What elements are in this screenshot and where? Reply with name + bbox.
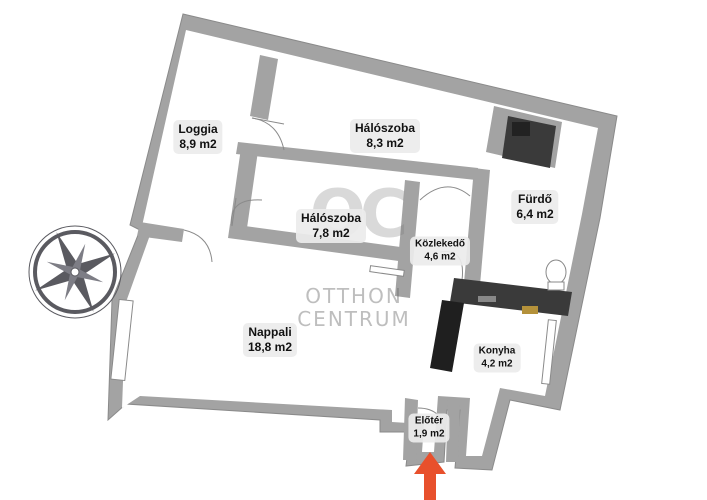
- room-label-kitchen: Konyha 4,2 m2: [473, 343, 521, 373]
- watermark-text: OTTHON CENTRUM: [297, 285, 411, 331]
- room-area: 7,8 m2: [312, 226, 350, 240]
- room-area: 6,4 m2: [516, 207, 554, 221]
- room-name: Hálószoba: [354, 121, 416, 135]
- room-area: 18,8 m2: [247, 340, 293, 354]
- room-label-living: Nappali 18,8 m2: [242, 323, 298, 357]
- room-label-bedroom-1: Hálószoba 8,3 m2: [349, 119, 421, 153]
- room-name: Loggia: [178, 122, 218, 136]
- windows: [110, 265, 557, 385]
- room-name: Közlekedő: [414, 238, 466, 250]
- room-name: Hálószoba: [300, 211, 362, 225]
- room-name: Nappali: [248, 325, 292, 339]
- room-area: 8,3 m2: [366, 136, 404, 150]
- boiler-icon: [502, 116, 556, 168]
- entrance-arrow-icon: [414, 452, 446, 500]
- room-label-bedroom-2: Hálószoba 7,8 m2: [295, 209, 367, 243]
- kitchen-counter: [430, 278, 572, 372]
- room-label-loggia: Loggia 8,9 m2: [173, 120, 223, 154]
- room-label-corridor: Közlekedő 4,6 m2: [409, 236, 471, 266]
- room-label-hall: Előtér 1,9 m2: [408, 413, 450, 443]
- room-name: Előtér: [414, 415, 444, 427]
- room-area: 4,2 m2: [481, 358, 513, 369]
- room-area: 8,9 m2: [179, 137, 217, 151]
- room-name: Fürdő: [517, 192, 552, 206]
- watermark-line2: CENTRUM: [297, 307, 411, 331]
- room-area: 4,6 m2: [424, 251, 456, 262]
- room-label-bathroom: Fürdő 6,4 m2: [511, 190, 559, 224]
- room-area: 1,9 m2: [413, 428, 445, 439]
- toilet-icon: [545, 259, 567, 291]
- watermark-line1: OTTHON: [305, 284, 403, 308]
- room-name: Konyha: [478, 345, 516, 357]
- compass-rose-icon: [28, 225, 122, 319]
